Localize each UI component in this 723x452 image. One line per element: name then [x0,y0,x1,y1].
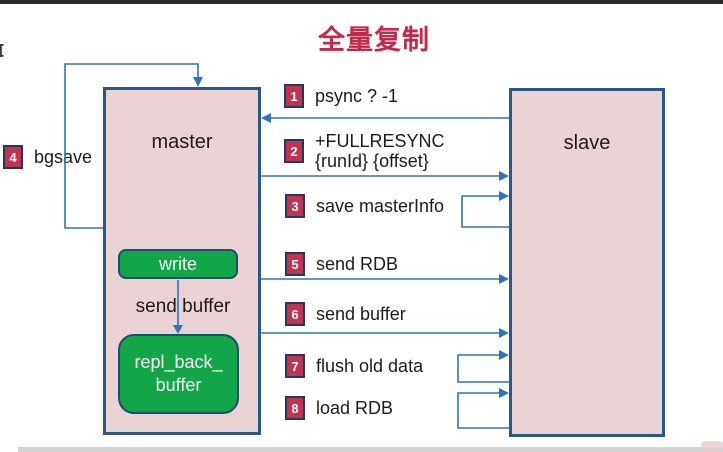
top-edge-bar [0,0,723,4]
step-5: 5 send RDB [285,251,398,277]
step-7-badge: 7 [285,354,305,378]
bgsave-loop-arrowhead [193,77,203,87]
bottom-right-smudge [701,441,723,450]
load-rdb-arrowhead [499,388,509,398]
write-label: write [158,253,197,274]
step-4-badge: 4 [3,145,23,169]
save-masterinfo-loop-arrow [461,195,509,228]
fullresync-arrowhead [499,171,509,181]
send-buffer-caption: send buffer [135,296,231,317]
send-buffer-arrowhead [499,328,509,338]
step-3: 3 save masterInfo [285,193,444,219]
step-5-label: send RDB [316,253,399,274]
step-4-label: bgsave [34,146,93,167]
step-6-badge: 6 [285,302,305,326]
repl-back-buffer-label-line2: buffer [155,375,202,395]
bottom-edge-strip [18,447,723,452]
step-2: 2 +FULLRESYNC {runId} {offset} [284,130,445,172]
step-8-label: load RDB [316,397,394,418]
step-2-label: +FULLRESYNC {runId} {offset} [315,131,445,171]
step-6: 6 send buffer [285,301,406,327]
slave-node [509,88,665,437]
step-8: 8 load RDB [285,395,393,421]
flush-old-data-arrowhead [499,350,509,360]
repl-back-buffer-node: repl_back_ buffer [118,334,239,414]
step-1-badge: 1 [284,84,304,108]
save-masterinfo-arrowhead [499,191,509,201]
step-1-label: psync ? -1 [315,85,399,106]
send-rdb-arrowhead [499,274,509,284]
step-3-label: save masterInfo [316,195,445,216]
flush-old-data-loop-arrow [457,354,509,383]
step-2-badge: 2 [284,139,304,163]
step-4: 4 bgsave [3,144,92,170]
step-2-label-line1: +FULLRESYNC [315,131,445,151]
repl-back-buffer-label-line1: repl_back_ [134,352,223,372]
psync-arrowhead [261,113,271,123]
load-rdb-loop-arrow [457,392,509,429]
slide-title: 全量复制 [318,25,430,55]
step-8-badge: 8 [285,396,305,420]
step-1: 1 psync ? -1 [284,83,398,109]
step-5-badge: 5 [285,252,305,276]
step-2-label-line2: {runId} {offset} [315,151,429,171]
master-label: master [151,131,213,153]
left-edge-artifact [0,44,4,57]
step-7: 7 flush old data [285,353,423,379]
step-3-badge: 3 [285,194,305,218]
slave-label: slave [563,132,611,154]
write-node: write [118,249,238,279]
step-6-label: send buffer [316,303,406,324]
step-7-label: flush old data [316,355,424,376]
